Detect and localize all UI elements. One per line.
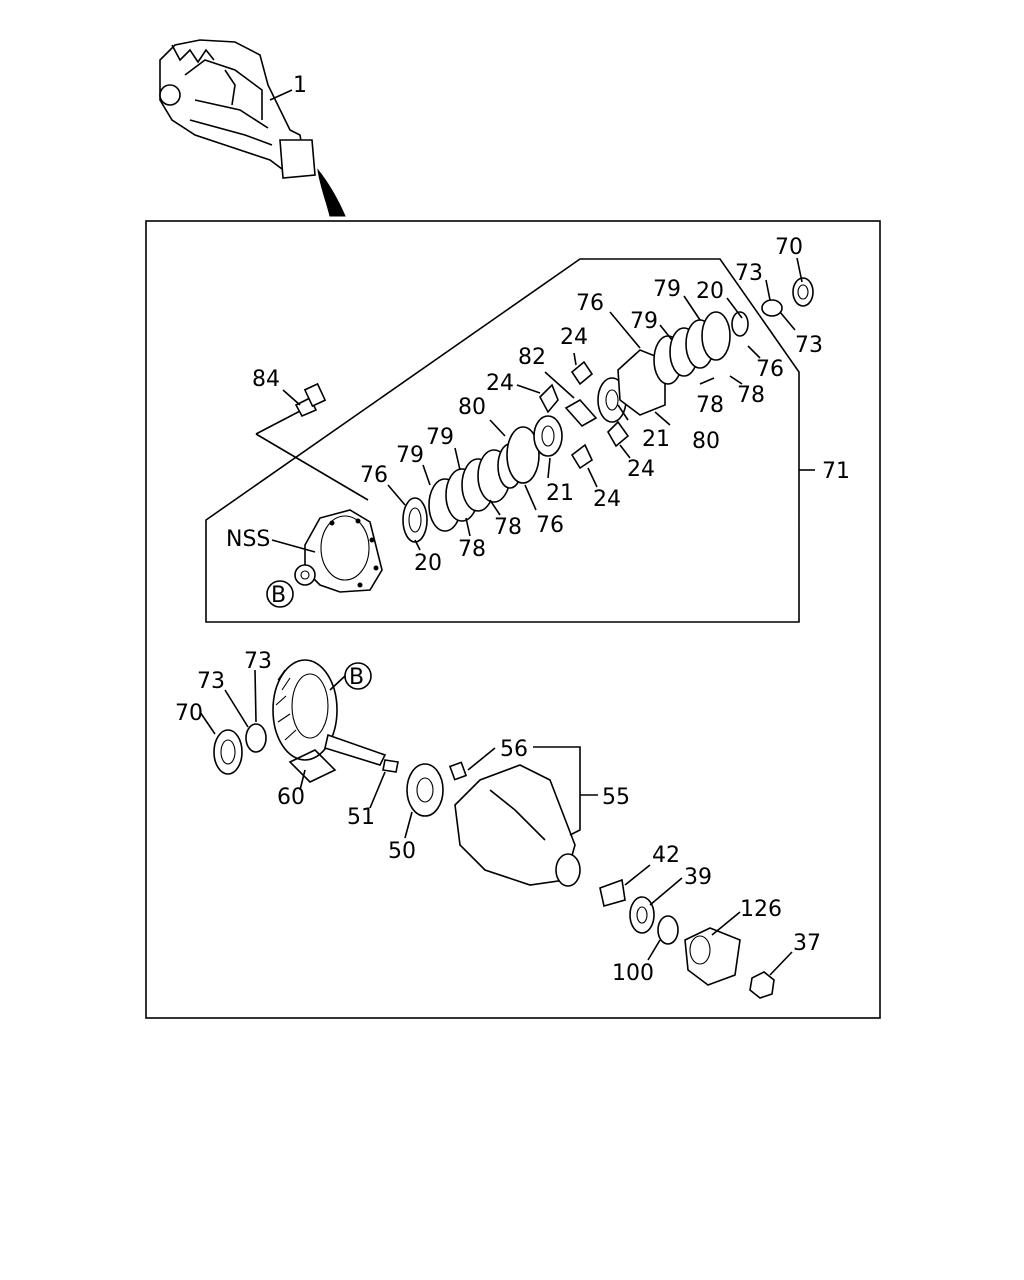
callout-76: 76 xyxy=(756,357,784,382)
callout-80: 80 xyxy=(458,395,486,420)
callout-80: 80 xyxy=(692,429,720,454)
callout-70: 70 xyxy=(175,701,203,726)
callout-70: 70 xyxy=(775,235,803,260)
callout-79: 79 xyxy=(426,425,454,450)
side-gears-and-pinions xyxy=(533,360,630,470)
callout-labels: 1 70 73 73 79 20 76 79 76 78 78 24 82 24… xyxy=(175,73,850,986)
callout-76: 76 xyxy=(536,513,564,538)
callout-78: 78 xyxy=(458,537,486,562)
callout-79: 79 xyxy=(630,309,658,334)
callout-82: 82 xyxy=(518,345,546,370)
callout-42: 42 xyxy=(652,843,680,868)
callout-20: 20 xyxy=(696,279,724,304)
callout-51: 51 xyxy=(347,805,375,830)
callout-21: 21 xyxy=(546,481,574,506)
callout-79: 79 xyxy=(396,443,424,468)
reference-b-bottom: B xyxy=(349,665,364,690)
callout-100: 100 xyxy=(612,961,654,986)
reference-b-top: B xyxy=(271,583,286,608)
callout-50: 50 xyxy=(388,839,416,864)
callout-37: 37 xyxy=(793,931,821,956)
callout-55: 55 xyxy=(602,785,630,810)
bolt-84 xyxy=(294,382,327,418)
differential-case xyxy=(294,509,383,593)
callout-84: 84 xyxy=(252,367,280,392)
callout-24: 24 xyxy=(560,325,588,350)
right-clutch-stack xyxy=(617,277,814,416)
callout-78: 78 xyxy=(696,393,724,418)
callout-56: 56 xyxy=(500,737,528,762)
callout-71: 71 xyxy=(822,459,850,484)
callout-24: 24 xyxy=(593,487,621,512)
callout-78: 78 xyxy=(737,383,765,408)
callout-21: 21 xyxy=(642,427,670,452)
lower-assembly-illustration xyxy=(213,659,775,999)
left-clutch-stack xyxy=(402,426,540,543)
callout-nss: NSS xyxy=(226,527,270,552)
callout-1: 1 xyxy=(293,73,307,98)
leader-lines xyxy=(199,89,803,976)
callout-73: 73 xyxy=(197,669,225,694)
callout-76: 76 xyxy=(576,291,604,316)
callout-60: 60 xyxy=(277,785,305,810)
callout-24: 24 xyxy=(627,457,655,482)
subassembly-71-outline xyxy=(205,258,800,623)
callout-76: 76 xyxy=(360,463,388,488)
callout-79: 79 xyxy=(653,277,681,302)
callout-73: 73 xyxy=(795,333,823,358)
differential-assembly-illustration xyxy=(159,39,316,179)
callout-73: 73 xyxy=(735,261,763,286)
callout-126: 126 xyxy=(740,897,782,922)
arrow-to-detail xyxy=(317,168,346,217)
callout-24: 24 xyxy=(486,371,514,396)
callout-78: 78 xyxy=(494,515,522,540)
callout-39: 39 xyxy=(684,865,712,890)
detail-frame xyxy=(145,220,881,1019)
callout-20: 20 xyxy=(414,551,442,576)
callout-73: 73 xyxy=(244,649,272,674)
